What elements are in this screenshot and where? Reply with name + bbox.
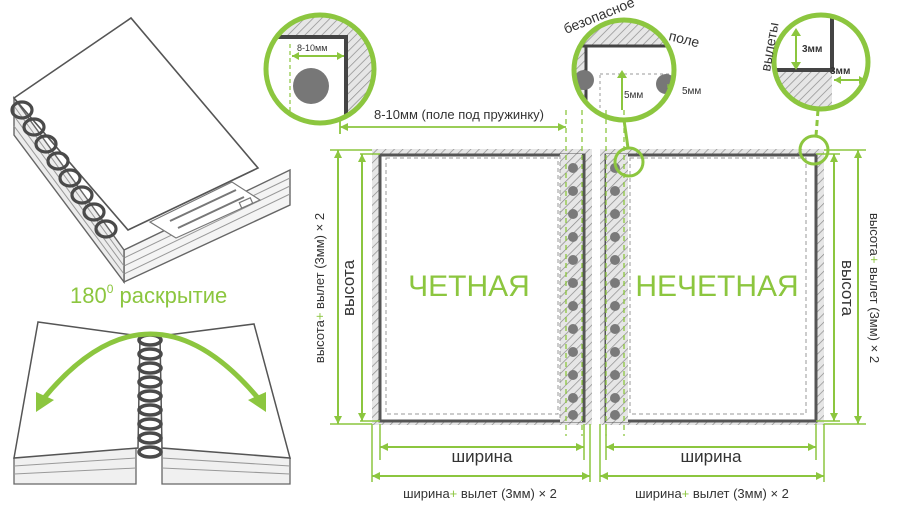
even-width-bleed-label: ширина+ вылет (3мм) × 2 [403,486,557,501]
spiral-margin-label: 8-10мм (поле под пружинку) [374,107,544,122]
even-page-title: ЧЕТНАЯ [408,270,530,303]
odd-page-holes [610,163,620,420]
safe-zone-label-2: поле [667,27,701,50]
even-width-label: ширина [452,447,513,466]
zoom-bleed-h-label: 3мм [830,66,850,77]
even-page: ЧЕТНАЯ [372,110,592,436]
odd-height-bleed-label: высота+ вылет (3мм) × 2 [867,213,882,363]
odd-page-dimensions: высота высота+ вылет (3мм) × 2 ширина ши… [599,149,882,501]
arrow-head-right-icon [248,392,266,412]
opening-label: 1800 раскрытие [70,282,227,308]
odd-height-label: высота [838,260,857,317]
spiral-margin-callout: 8-10мм (поле под пружинку) [339,107,566,134]
odd-width-bleed-label: ширина+ вылет (3мм) × 2 [635,486,789,501]
even-page-holes [568,163,578,420]
punch-hole-icon [293,68,329,104]
zoom-spiral-margin: 8-10мм [263,12,377,126]
zoom-margin-label: 8-10мм [297,43,327,53]
zoom-bleed-v-label: 3мм [802,44,822,55]
opening-arc-arrow [42,331,260,400]
open-notebook-illustration: 1800 раскрытие [13,282,291,485]
odd-width-label: ширина [681,447,742,466]
even-height-bleed-label: высота+ вылет (3мм) × 2 [312,213,327,363]
zoom-bleeds: 3мм 3мм [771,12,871,112]
zoom-safe-v-label: 5мм [624,90,643,101]
arrow-head-left-icon [36,392,54,412]
odd-page-title: НЕЧЕТНАЯ [635,270,798,303]
zoom-safe-h-label: 5мм [682,86,701,97]
closed-notebook-illustration [10,16,291,285]
odd-page: НЕЧЕТНАЯ [600,110,824,436]
even-page-dimensions: высота высота+ вылет (3мм) × 2 ширина ши… [312,149,591,501]
even-height-label: высота [339,259,358,316]
